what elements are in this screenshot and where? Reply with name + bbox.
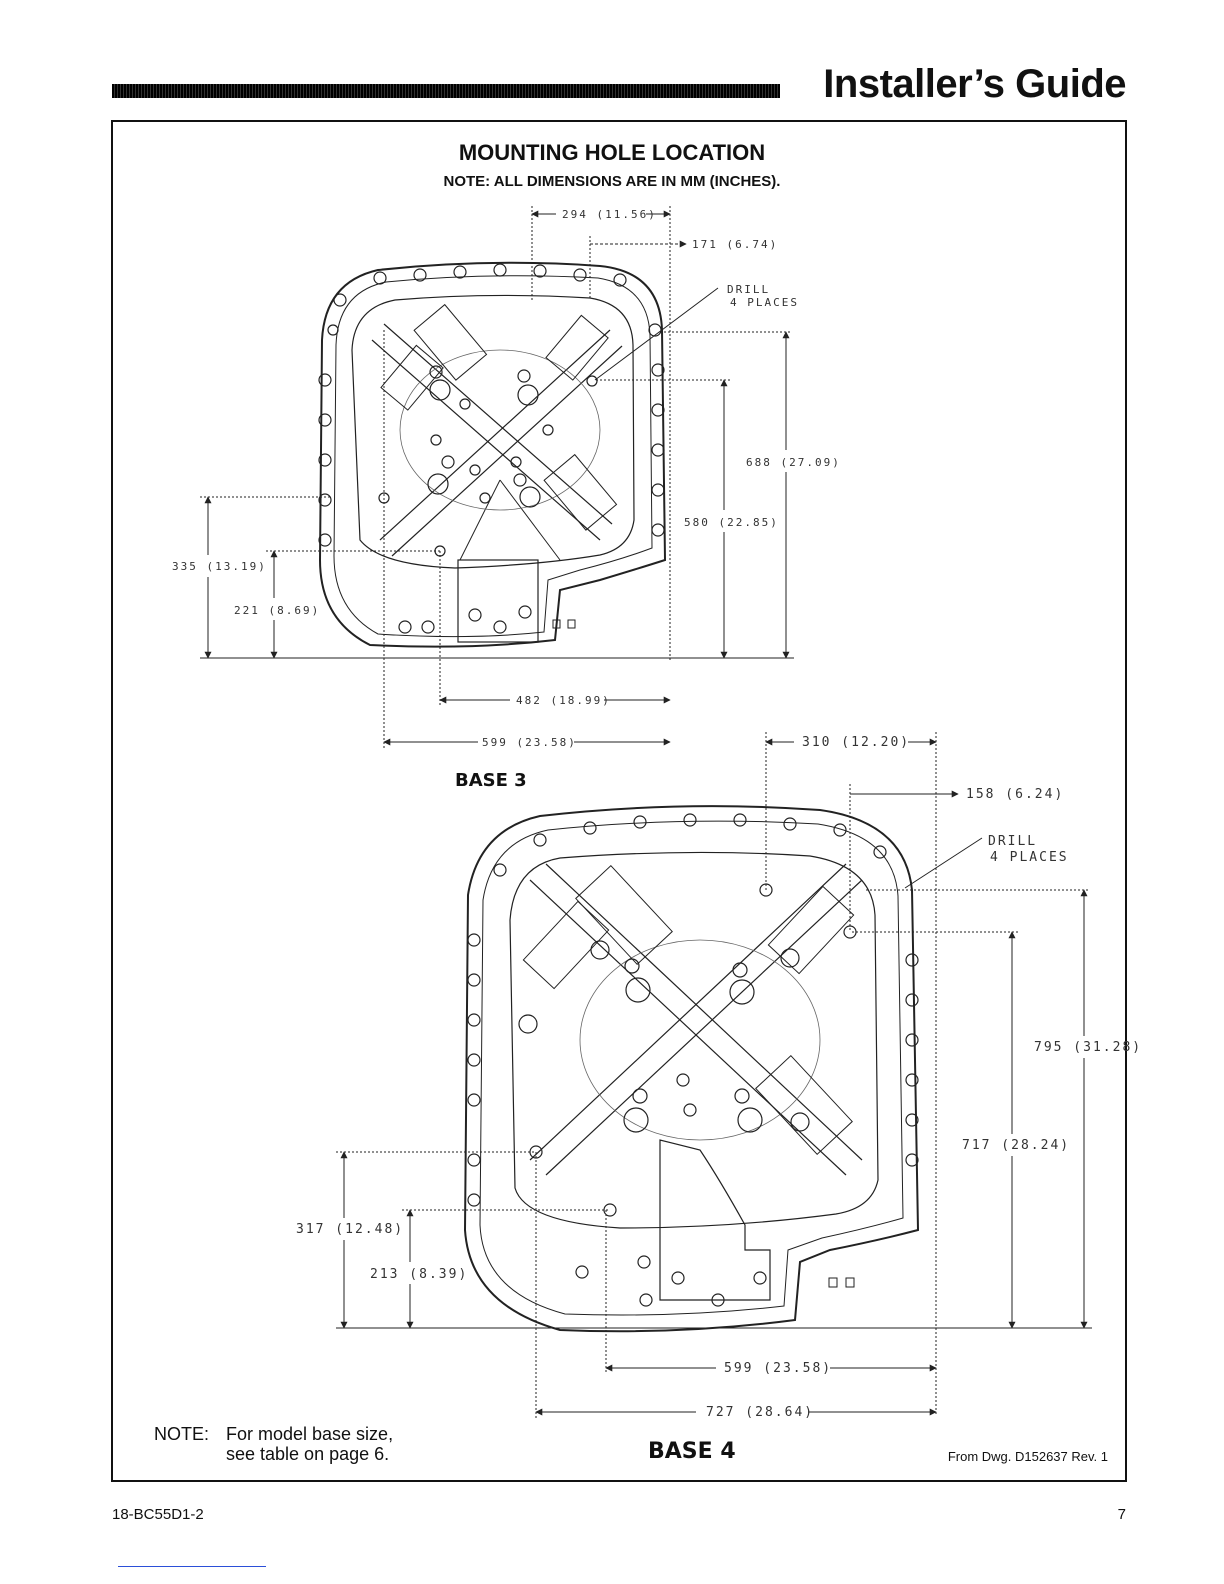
base3-dim-482: 482 (18.99) <box>516 694 611 707</box>
base4-dim-717: 717 (28.24) <box>962 1138 1070 1153</box>
drawing-reference: From Dwg. D152637 Rev. 1 <box>947 1449 1108 1464</box>
document-number: 18-BC55D1-2 <box>112 1506 204 1523</box>
base3-dim-294: 294 (11.56) <box>562 208 657 221</box>
base-size-note: NOTE: For model base size, see table on p… <box>154 1424 393 1464</box>
section-note: NOTE: ALL DIMENSIONS ARE IN MM (INCHES). <box>443 173 781 190</box>
link-underline <box>118 1566 266 1567</box>
base3-dim-688: 688 (27.09) <box>746 456 841 469</box>
base4-label: BASE 4 <box>648 1439 736 1464</box>
base4-dim-795: 795 (31.28) <box>1034 1040 1142 1055</box>
note-line2: see table on page 6. <box>226 1444 390 1464</box>
base4-dim-727: 727 (28.64) <box>706 1405 814 1420</box>
base3-dim-221: 221 (8.69) <box>234 604 320 617</box>
base4-dim-317: 317 (12.48) <box>296 1222 404 1237</box>
base4-dim-213: 213 (8.39) <box>370 1267 468 1282</box>
base3-dim-580: 580 (22.85) <box>684 516 779 529</box>
section-title: MOUNTING HOLE LOCATION <box>458 140 766 165</box>
base4-outline <box>463 805 920 1333</box>
base3-dim-335: 335 (13.19) <box>172 560 267 573</box>
base4-dim-599: 599 (23.58) <box>724 1361 832 1376</box>
base4-dimensions <box>336 732 1092 1418</box>
base3-outline <box>318 261 667 648</box>
base3-label: BASE 3 <box>455 770 527 791</box>
page-number: 7 <box>1117 1506 1126 1523</box>
base4-drill-line1: DRILL <box>988 834 1037 849</box>
note-line1: For model base size, <box>226 1424 394 1444</box>
figure-frame <box>111 120 1127 1482</box>
base4-dim-310: 310 (12.20) <box>802 735 910 750</box>
base4-dim-158: 158 (6.24) <box>966 787 1064 802</box>
header-rule <box>112 84 780 98</box>
base3-drill-line2: 4 PLACES <box>730 296 799 309</box>
base4-drill-line2: 4 PLACES <box>990 850 1069 865</box>
base3-dim-599: 599 (23.58) <box>482 736 577 749</box>
base3-dimensions <box>200 206 794 748</box>
base3-dim-171: 171 (6.74) <box>692 238 778 251</box>
base3-drill-line1: DRILL <box>727 283 770 296</box>
page-header-title: Installer’s Guide <box>823 62 1126 106</box>
note-label: NOTE: <box>154 1424 210 1444</box>
